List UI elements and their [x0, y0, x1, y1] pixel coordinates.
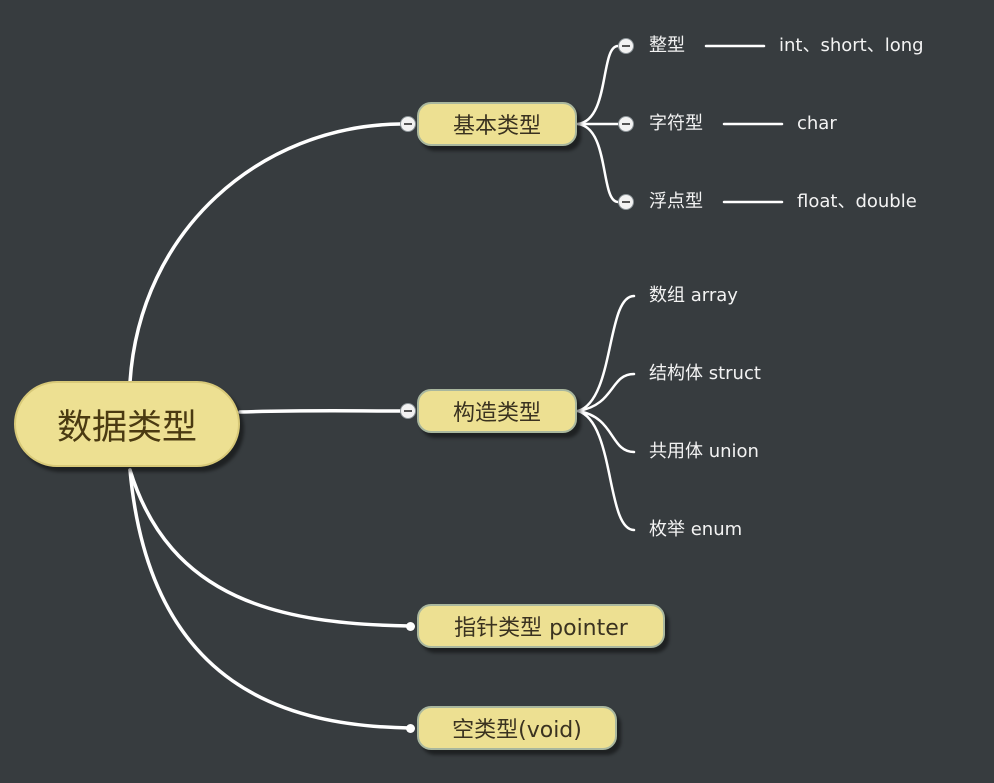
collapse-constructed-toggle-icon[interactable]: [400, 403, 416, 419]
void-type-label: 空类型(void): [452, 718, 582, 743]
collapse-basic-toggle-icon[interactable]: [400, 116, 416, 132]
collapse-int-toggle-icon[interactable]: [618, 38, 634, 54]
root-node[interactable]: 数据类型: [14, 381, 240, 467]
root-label: 数据类型: [56, 407, 197, 448]
basic-types-label: 基本类型: [452, 114, 541, 139]
pointer-type-node[interactable]: 指针类型 pointer: [417, 604, 665, 648]
edge-basic-float: [576, 122, 620, 204]
leaf-enum[interactable]: 枚举 enum: [649, 519, 743, 540]
leaf-char-detail[interactable]: char: [797, 113, 837, 134]
edge-root-void: [128, 468, 412, 730]
edge-root-constructed: [238, 409, 402, 414]
edge-constructed-enum: [576, 409, 636, 532]
leaf-int-detail[interactable]: int、short、long: [779, 35, 924, 56]
pointer-type-label: 指针类型 pointer: [454, 616, 628, 641]
collapse-float-toggle-icon[interactable]: [618, 194, 634, 210]
pointer-connector-dot: [406, 622, 415, 631]
leaf-char[interactable]: 字符型: [649, 113, 703, 134]
leaf-float[interactable]: 浮点型: [649, 191, 703, 212]
leaf-int[interactable]: 整型: [649, 35, 685, 56]
leaf-array[interactable]: 数组 array: [649, 285, 738, 306]
edge-basic-int: [576, 44, 620, 126]
collapse-char-toggle-icon[interactable]: [618, 116, 634, 132]
basic-types-node[interactable]: 基本类型: [417, 102, 577, 146]
leaf-struct[interactable]: 结构体 struct: [649, 363, 761, 384]
leaf-union[interactable]: 共用体 union: [649, 441, 759, 462]
constructed-types-node[interactable]: 构造类型: [417, 389, 577, 433]
constructed-types-label: 构造类型: [452, 401, 541, 426]
edge-constructed-struct: [576, 372, 636, 413]
edge-constructed-array: [576, 294, 636, 413]
void-type-node[interactable]: 空类型(void): [417, 706, 617, 750]
edge-root-pointer: [128, 468, 412, 628]
edge-constructed-union: [576, 409, 636, 454]
void-connector-dot: [406, 724, 415, 733]
edge-root-basic: [128, 122, 402, 384]
leaf-float-detail[interactable]: float、double: [797, 191, 917, 212]
